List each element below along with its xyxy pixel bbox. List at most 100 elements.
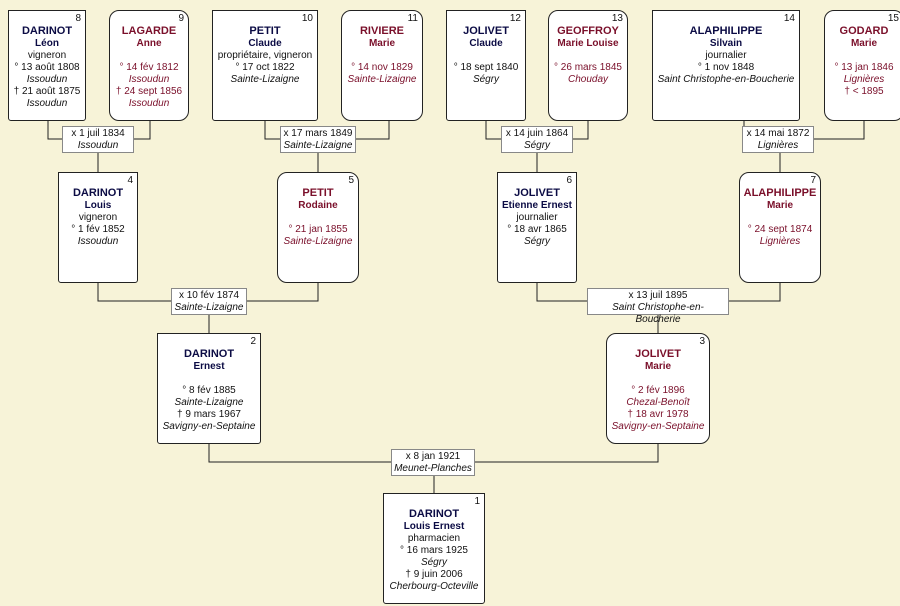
marriage-date: x 10 fév 1874 (178, 290, 240, 301)
marriage-date: x 14 mai 1872 (746, 128, 810, 139)
spacer (447, 50, 525, 62)
detail-text: ° 14 nov 1829 (351, 62, 413, 73)
surname: GODARD (839, 25, 889, 37)
marriage-place: Sainte-Lizaigne (283, 140, 353, 151)
detail-text: ° 24 sept 1874 (747, 224, 813, 235)
detail-text: pharmacien (407, 533, 461, 544)
place-text: Lignières (843, 74, 885, 85)
given-name: Léon (35, 38, 59, 49)
detail-text: ° 13 août 1808 (14, 62, 80, 73)
place-text: Sainte-Lizaigne (174, 397, 244, 408)
given-name: Claude (469, 38, 503, 49)
place-text: Sainte-Lizaigne (230, 74, 300, 85)
sosa-number: 2 (250, 336, 256, 347)
detail-text: † 21 août 1875 (13, 86, 81, 97)
detail-text: vigneron (78, 212, 118, 223)
sosa-number: 10 (301, 13, 313, 24)
given-name: Anne (136, 38, 162, 49)
place-text: Saint Christophe-en-Boucherie (657, 74, 795, 85)
place-text: Cherbourg-Octeville (389, 581, 479, 592)
marriage-10-11: x 17 mars 1849 Sainte-Lizaigne (280, 126, 356, 153)
marriage-14-15: x 14 mai 1872 Lignières (742, 126, 814, 153)
place-text: Savigny-en-Septaine (162, 421, 256, 432)
place-text: Sainte-Lizaigne (283, 236, 353, 247)
sosa-number: 3 (699, 336, 705, 347)
marriage-2-3: x 8 jan 1921 Meunet-Planches (391, 449, 475, 476)
detail-text: ° 18 sept 1840 (453, 62, 519, 73)
detail-text: vigneron (27, 50, 67, 61)
given-name: Louis Ernest (403, 521, 465, 532)
spacer (278, 212, 358, 224)
detail-text: journalier (516, 212, 558, 223)
given-name: Claude (248, 38, 282, 49)
detail-text: ° 21 jan 1855 (288, 224, 348, 235)
place-text: Lignières (759, 236, 801, 247)
surname: PETIT (249, 25, 281, 37)
surname: PETIT (302, 187, 334, 199)
place-text: Savigny-en-Septaine (611, 421, 705, 432)
marriage-6-7: x 13 juil 1895 Saint Christophe-en-Bouch… (587, 288, 729, 325)
surname: JOLIVET (514, 187, 560, 199)
marriage-place: Saint Christophe-en-Boucherie (612, 302, 704, 325)
detail-text: ° 14 fév 1812 (119, 62, 179, 73)
sosa-number: 11 (407, 13, 418, 24)
marriage-place: Meunet-Planches (394, 463, 472, 474)
place-text: Chezal-Benoît (626, 397, 690, 408)
place-text: Chouday (567, 74, 609, 85)
given-name: Marie (368, 38, 396, 49)
detail-text: † 18 avr 1978 (627, 409, 689, 420)
marriage-12-13: x 14 juin 1864 Ségry (501, 126, 573, 153)
place-text: Issoudun (128, 98, 170, 109)
surname: JOLIVET (635, 348, 681, 360)
surname: ALAPHILIPPE (689, 25, 763, 37)
detail-text: ° 18 avr 1865 (507, 224, 567, 235)
marriage-4-5: x 10 fév 1874 Sainte-Lizaigne (171, 288, 247, 315)
sosa-number: 15 (887, 13, 899, 24)
detail-text: ° 2 fév 1896 (631, 385, 685, 396)
detail-text: ° 26 mars 1845 (554, 62, 622, 73)
sosa-number: 8 (75, 13, 81, 24)
given-name: Marie (644, 361, 672, 372)
spacer (158, 373, 260, 385)
marriage-place: Sainte-Lizaigne (174, 302, 244, 313)
spacer (342, 50, 422, 62)
detail-text: ° 17 oct 1822 (235, 62, 295, 73)
detail-text: ° 13 jan 1846 (834, 62, 894, 73)
surname: GEOFFROY (557, 25, 619, 37)
marriage-date: x 1 juil 1834 (71, 128, 125, 139)
detail-text: ° 8 fév 1885 (182, 385, 236, 396)
spacer (607, 373, 709, 385)
place-text: Issoudun (77, 236, 119, 247)
detail-text: † 9 juin 2006 (405, 569, 463, 580)
surname: RIVIERE (359, 25, 404, 37)
sosa-number: 12 (509, 13, 521, 24)
place-text: Ségry (523, 236, 551, 247)
detail-text: † 24 sept 1856 (115, 86, 183, 97)
given-name: Rodaine (298, 200, 338, 211)
sosa-number: 6 (566, 175, 572, 186)
given-name: Ernest (193, 361, 225, 372)
detail-text: † 9 mars 1967 (177, 409, 241, 420)
given-name: Marie Louise (557, 38, 619, 49)
detail-text: † < 1895 (844, 86, 884, 97)
spacer (110, 50, 188, 62)
place-text: Issoudun (26, 98, 68, 109)
surname: ALAPHILIPPE (743, 187, 817, 199)
sosa-number: 7 (810, 175, 816, 186)
spacer (825, 50, 900, 62)
